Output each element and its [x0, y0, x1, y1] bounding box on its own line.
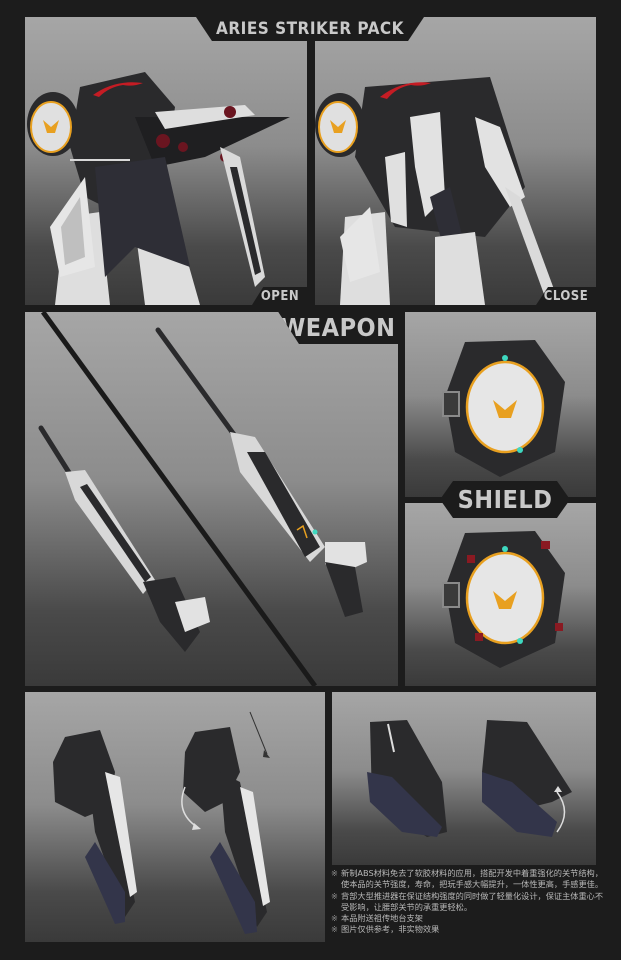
note-item: ※ 背部大型推进器在保证结构强度的同时做了轻量化设计，保证主体重心不受影响，让腰…	[331, 891, 603, 914]
foot-image	[367, 720, 572, 837]
mecha-close-image	[315, 77, 555, 305]
note-text: 新制ABS材料免去了软胶材料的应用，搭配开发中着重强化的关节结构，使本品的关节强…	[341, 868, 604, 890]
shield-open-image	[442, 531, 565, 668]
leg-thruster-panel	[25, 692, 325, 942]
note-bullet: ※	[331, 890, 338, 901]
close-config-panel	[315, 17, 596, 305]
note-bullet: ※	[331, 868, 338, 878]
weapon-label: WEAPON	[277, 310, 399, 344]
foot-panel	[332, 692, 596, 865]
shield-label: SHIELD	[440, 481, 570, 518]
open-config-panel	[25, 17, 307, 305]
note-item: ※ 本品附送祖传地台支架	[331, 913, 603, 924]
page-title: ARIES STRIKER PACK	[196, 17, 424, 41]
note-text: 背部大型推进器在保证结构强度的同时做了轻量化设计，保证主体重心不受影响，让腰部关…	[341, 890, 604, 912]
product-notes: ※ 新制ABS材料免去了软胶材料的应用，搭配开发中着重强化的关节结构，使本品的关…	[331, 868, 603, 936]
note-text: 本品附送祖传地台支架	[341, 913, 423, 924]
close-label: CLOSE	[536, 287, 596, 305]
weapon-rifles-image	[38, 312, 367, 686]
shield-panel-bottom	[405, 503, 596, 686]
leg-thruster-image	[53, 711, 270, 934]
mecha-open-image	[27, 72, 290, 305]
note-item: ※ 新制ABS材料免去了软胶材料的应用，搭配开发中着重强化的关节结构，使本品的关…	[331, 868, 603, 891]
weapon-panel	[25, 312, 398, 686]
note-text: 图片仅供参考，非实物效果	[341, 924, 440, 935]
note-bullet: ※	[331, 924, 338, 935]
shield-panel-top	[405, 312, 596, 497]
note-bullet: ※	[331, 913, 338, 924]
shield-closed-image	[442, 340, 565, 477]
open-label: OPEN	[252, 287, 308, 305]
note-item: ※ 图片仅供参考，非实物效果	[331, 924, 603, 935]
